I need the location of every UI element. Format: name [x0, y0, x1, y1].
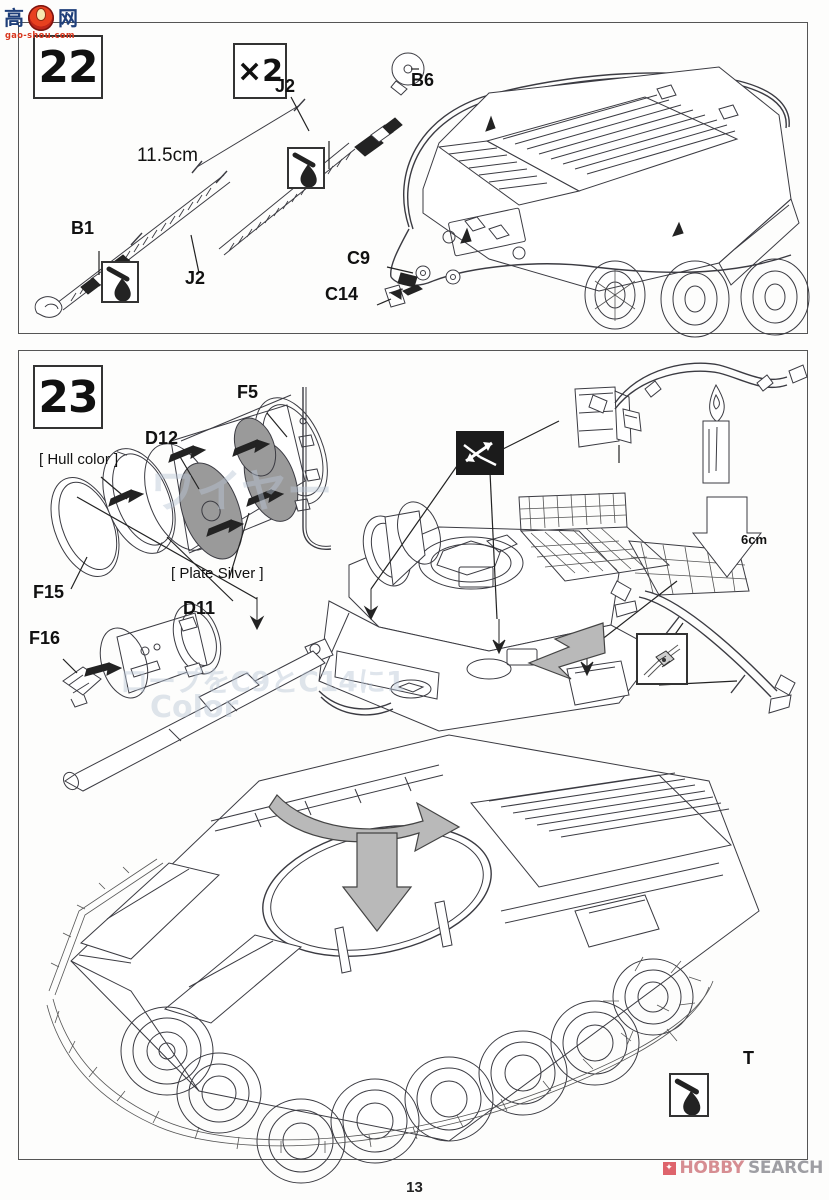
gao-shou-watermark: 高 网 gao-shou.com	[4, 3, 78, 47]
stretch-sprue-icon	[456, 431, 504, 475]
part-label-f15: F15	[33, 582, 65, 602]
dimension-label-11-5cm: 11.5cm	[137, 145, 198, 166]
part-label-f5: F5	[237, 382, 259, 402]
step-panel-22: 22 ×2	[18, 22, 810, 338]
glue-drop-icon	[101, 261, 139, 303]
hobbysearch-watermark: ✦ HOBBY SEARCH	[662, 1158, 823, 1178]
part-label-j2-lower: J2	[185, 268, 206, 288]
nipper-cut-icon	[636, 633, 688, 685]
step-panel-23: 23	[18, 350, 808, 1184]
glue-drop-icon	[287, 147, 325, 189]
main-hull-lower-assembly	[46, 650, 760, 1184]
logo-char-gao: 高	[4, 6, 24, 30]
part-label-j2-upper: J2	[275, 76, 296, 96]
hull-rear-deck-assembly	[376, 66, 810, 338]
assembly-direction-arrows	[268, 622, 606, 932]
part-label-f16: F16	[29, 628, 61, 648]
logo-char-wang: 网	[58, 6, 78, 30]
step-23-artwork	[46, 362, 808, 1184]
red-seal-icon	[28, 5, 54, 31]
hobbysearch-brand-hobby: HOBBY	[679, 1158, 745, 1178]
part-label-b1: B1	[71, 218, 95, 238]
color-callout-plate: [ Plate Silver ]	[171, 565, 264, 582]
part-label-b6: B6	[411, 70, 435, 90]
part-label-d12: D12	[145, 428, 179, 448]
part-label-c14: C14	[325, 284, 359, 304]
dimension-label-6cm: 6cm	[741, 532, 768, 547]
step-number-badge-23: 23	[33, 365, 103, 429]
page-number: 13	[406, 1179, 423, 1196]
part-label-c9: C9	[347, 248, 371, 268]
logo-url: gao-shou.com	[5, 31, 75, 41]
part-label-d11: D11	[183, 598, 216, 618]
hobbysearch-brand-search: SEARCH	[747, 1158, 823, 1178]
step-number-badge-22: 22	[33, 35, 103, 99]
part-label-t: T	[743, 1048, 754, 1068]
small-part-detail	[574, 386, 642, 463]
gao-shou-glyphs: 高 网	[4, 3, 78, 33]
sprue-stretching-instructions	[588, 362, 808, 714]
quantity-badge-22: ×2	[233, 43, 287, 99]
hobbysearch-mark-icon: ✦	[662, 1161, 676, 1175]
antenna-rod	[302, 387, 332, 550]
color-callout-hull: [ Hull color ]	[39, 451, 119, 468]
glue-drop-icon	[669, 1073, 709, 1117]
